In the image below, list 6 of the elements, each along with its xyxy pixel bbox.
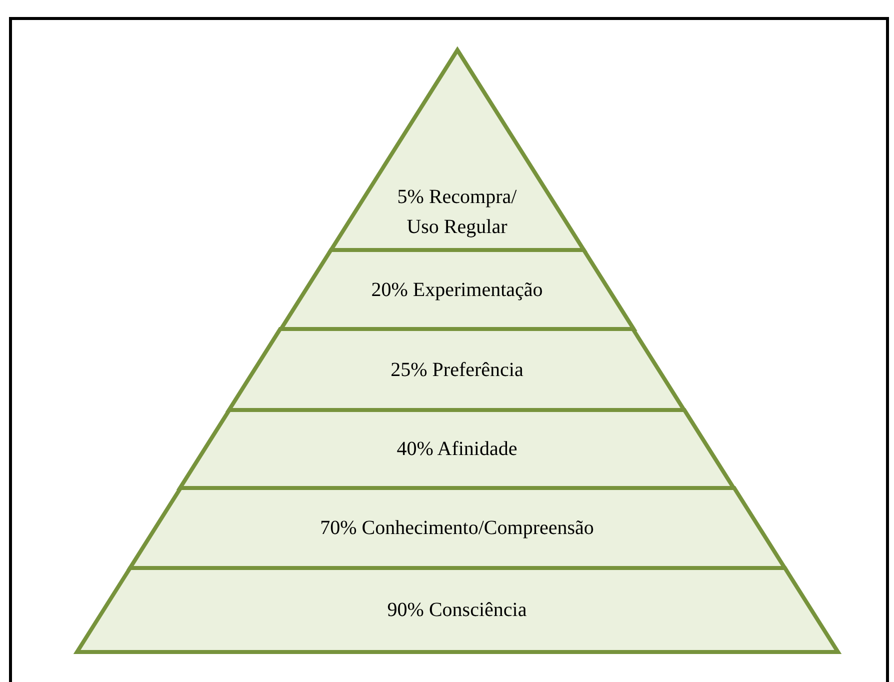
level-label: 20% Experimentação — [370, 278, 544, 302]
level-label: 25% Preferência — [390, 358, 524, 382]
level-label: 90% Consciência — [386, 598, 528, 623]
level-label: 5% Recompra/ Uso Regular — [396, 185, 518, 240]
level-label: 40% Afinidade — [396, 437, 518, 462]
level-label: 70% Conhecimento/Compreensão — [319, 516, 595, 541]
